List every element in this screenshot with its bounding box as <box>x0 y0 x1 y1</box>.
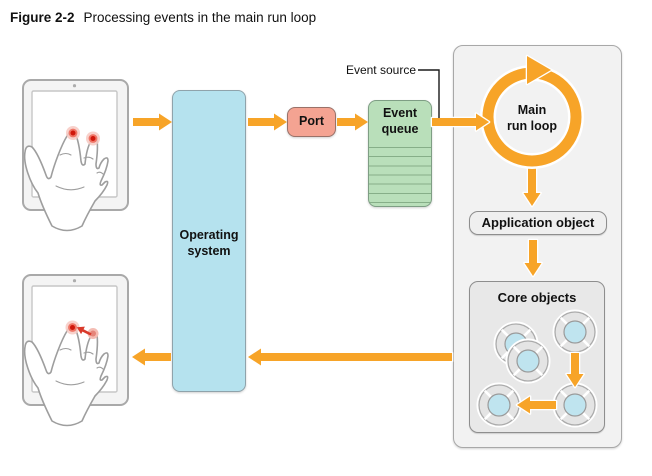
application-object-box <box>469 211 607 235</box>
flow-arrow-core-to-os <box>246 347 454 367</box>
hand-two-finger-touch-icon <box>23 130 109 232</box>
event-queue-box <box>368 100 432 207</box>
event-queue-slot-lines <box>369 147 431 206</box>
flow-arrow-device-to-os <box>133 113 172 131</box>
flow-arrow-os-to-device <box>132 348 171 366</box>
flow-arrow-os-to-port <box>248 113 287 131</box>
tablet-icon <box>22 274 129 406</box>
tablet-icon <box>22 79 129 211</box>
previous-touch-point-icon <box>87 328 99 339</box>
touch-point-icon <box>65 320 80 335</box>
port-box <box>287 107 336 137</box>
event-source-label: Event source <box>345 63 416 77</box>
flow-arrow-port-to-queue <box>337 113 368 131</box>
tablet-touch-illustration <box>22 79 129 232</box>
figure-title: Figure 2-2 Processing events in the main … <box>10 10 316 25</box>
core-objects-box <box>469 281 605 433</box>
figure-label: Figure 2-2 <box>10 10 75 25</box>
touch-point-icon <box>86 131 100 146</box>
operating-system-box <box>172 90 246 392</box>
hand-two-finger-touch-icon <box>23 325 109 427</box>
touch-point-icon <box>66 126 80 140</box>
figure-caption: Processing events in the main run loop <box>83 10 317 25</box>
tablet-swipe-illustration <box>22 274 129 427</box>
swipe-arrow-icon <box>76 326 92 336</box>
